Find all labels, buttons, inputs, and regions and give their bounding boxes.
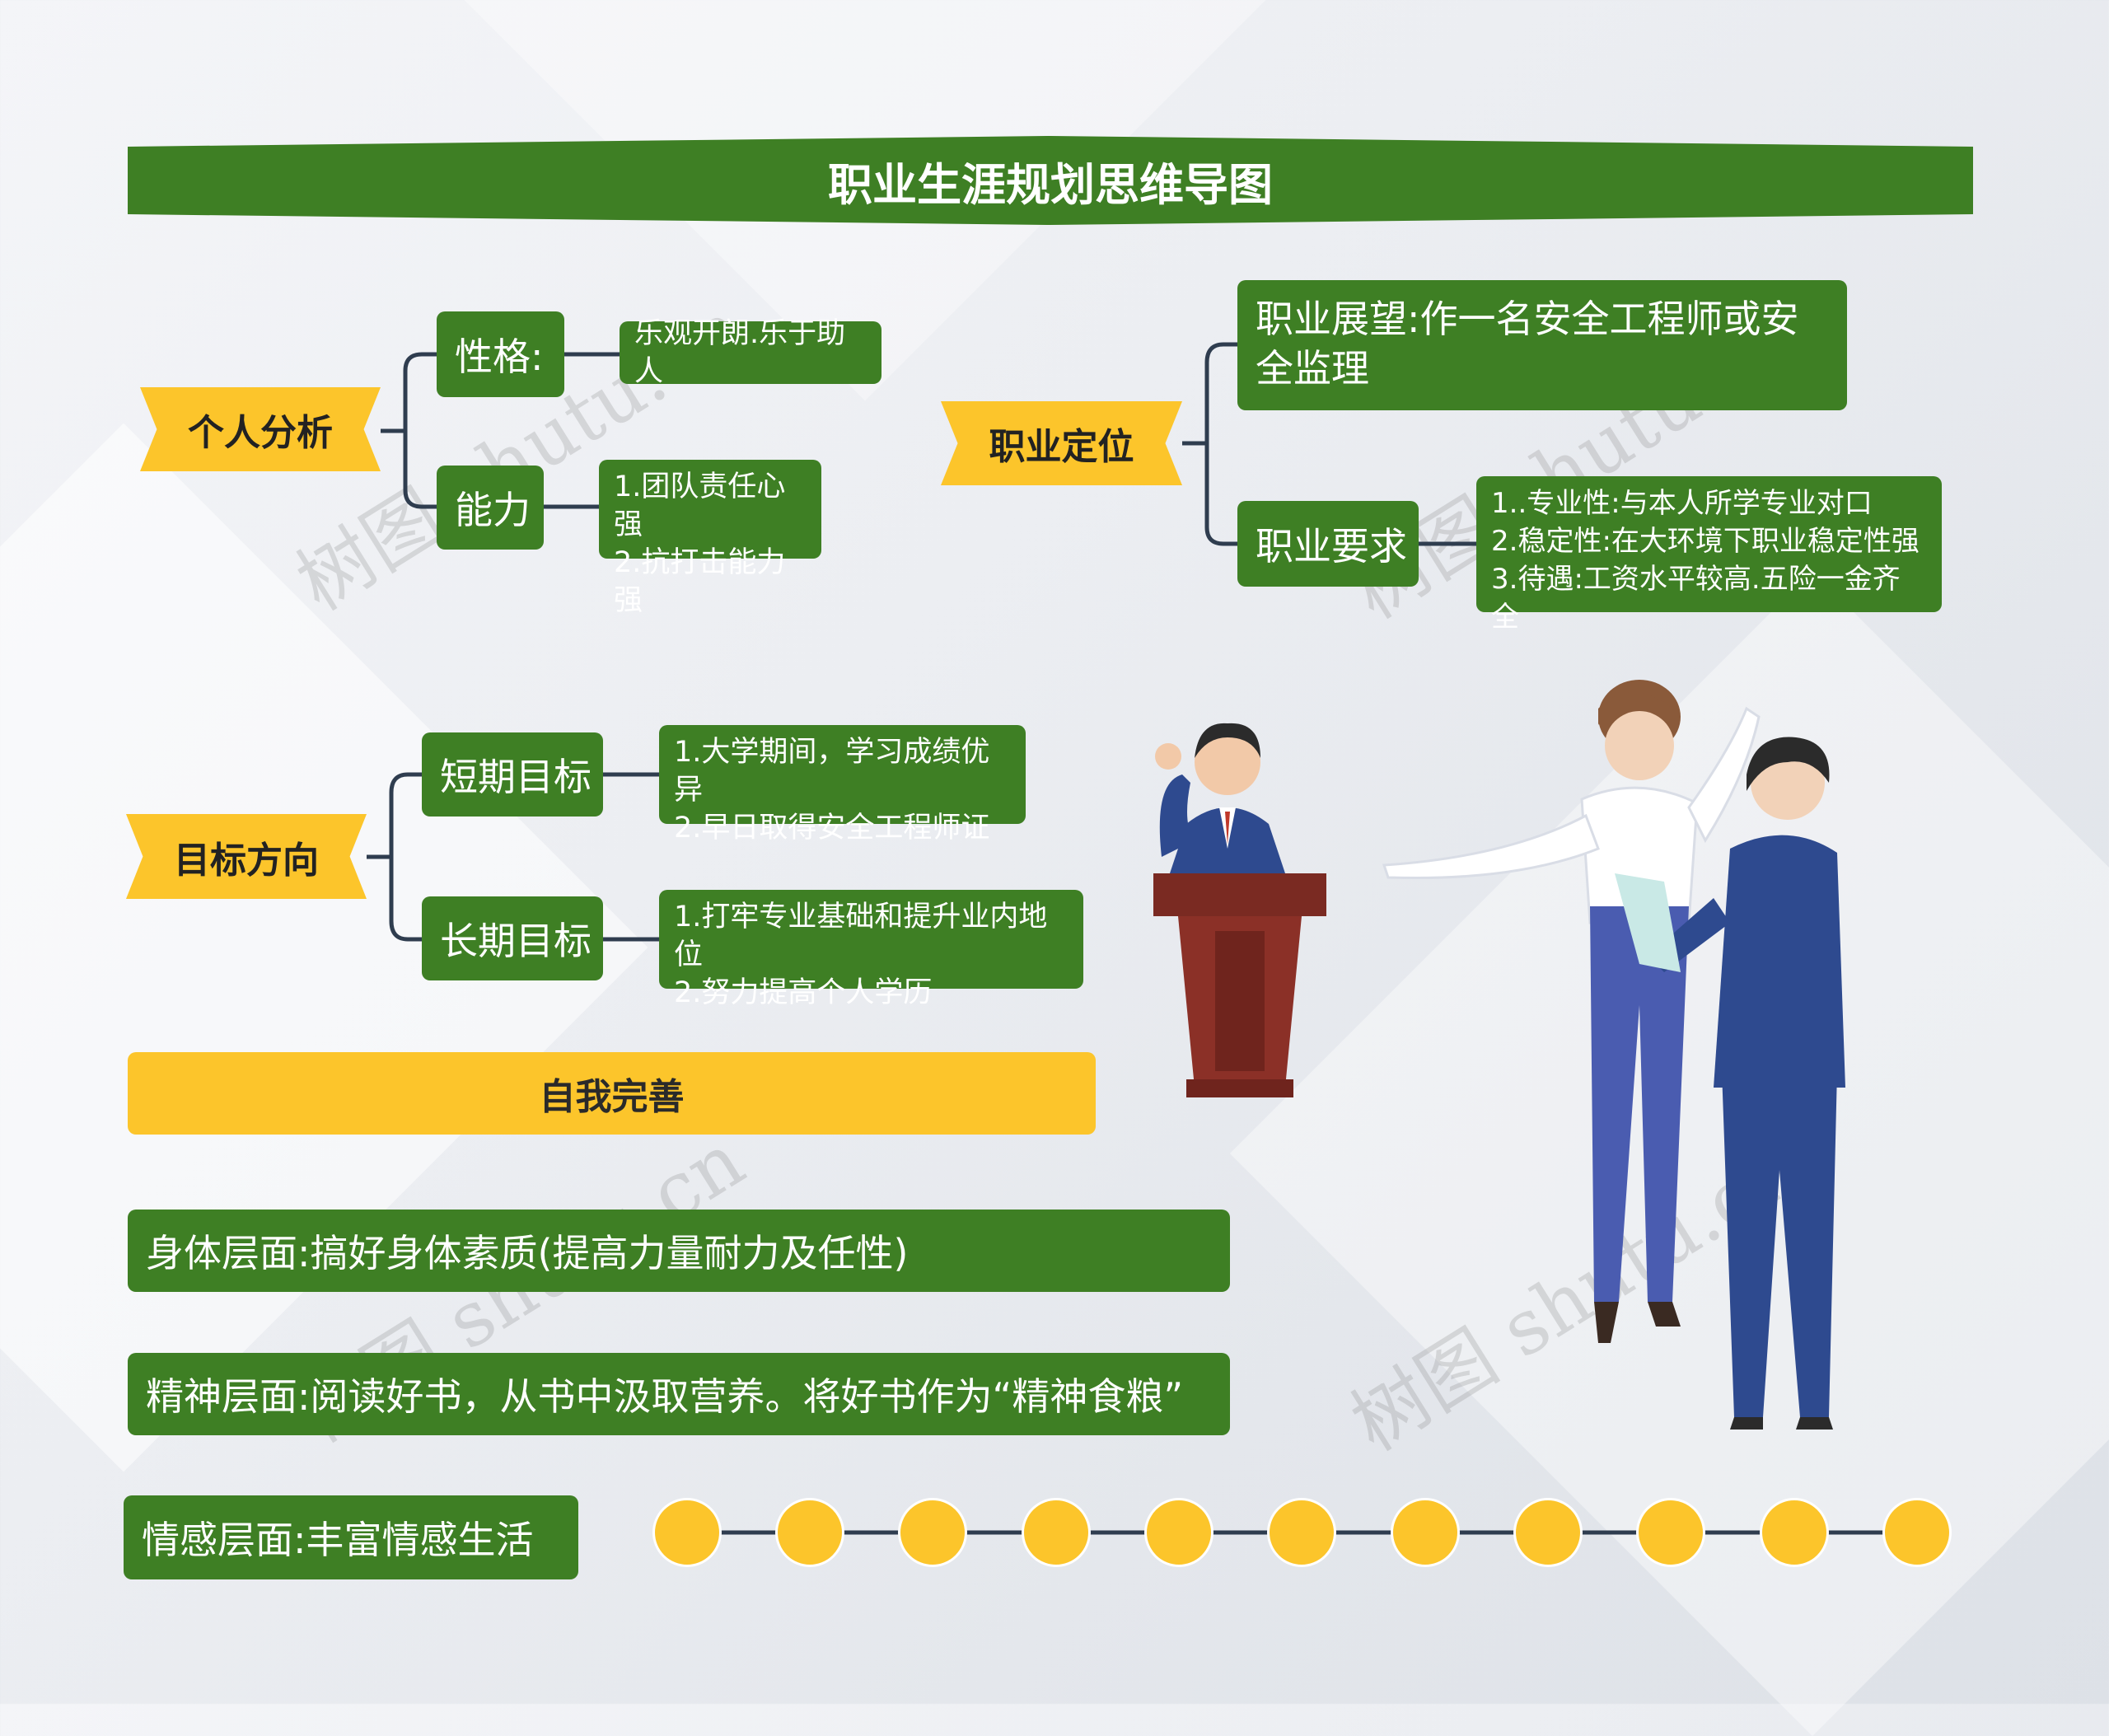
long-term-goal-node[interactable]: 长期目标: [422, 896, 603, 980]
speaker-icon: [1155, 723, 1285, 873]
ability-node[interactable]: 能力: [437, 466, 544, 550]
goal-direction-node[interactable]: 目标方向: [126, 814, 367, 899]
career-outlook-node[interactable]: 职业展望:作一名安全工程师或安全监理: [1237, 280, 1847, 410]
people-illustration: [1153, 680, 1845, 1430]
page-title: 职业生涯规划思维导图: [828, 158, 1273, 211]
short-term-goal-detail: 1.大学期间，学习成绩优异 2.早日取得安全工程师证: [659, 725, 1026, 845]
podium-icon: [1153, 873, 1326, 1097]
emotional-item[interactable]: 情感层面:丰富情感生活: [124, 1495, 578, 1579]
career-requirements-detail: 1..专业性:与本人所学专业对口 2.稳定性:在大环境下职业稳定性强 3.待遇:…: [1476, 476, 1942, 634]
woman-figure-icon: [1382, 680, 1761, 1343]
ability-detail: 1.团队责任心强 2.抗打击能力强: [599, 460, 821, 617]
career-positioning-node[interactable]: 职业定位: [941, 401, 1182, 485]
man-figure-icon: [1615, 737, 1845, 1430]
personal-analysis-node[interactable]: 个人分析: [140, 387, 381, 471]
spiritual-item[interactable]: 精神层面:阅读好书，从书中汲取营养。将好书作为“精神食粮”: [128, 1353, 1230, 1435]
physical-item[interactable]: 身体层面:搞好身体素质(提高力量耐力及任性): [128, 1210, 1230, 1292]
career-requirements-node[interactable]: 职业要求: [1237, 501, 1419, 587]
title-banner: 职业生涯规划思维导图: [128, 136, 1973, 225]
short-term-goal-node[interactable]: 短期目标: [422, 732, 603, 817]
personality-node[interactable]: 性格:: [437, 311, 564, 397]
long-term-goal-detail: 1.打牢专业基础和提升业内地位 2.努力提高个人学历: [659, 890, 1083, 1009]
self-improvement-header[interactable]: 自我完善: [128, 1052, 1096, 1135]
personality-detail: 乐观开朗.乐于助人: [620, 317, 881, 388]
